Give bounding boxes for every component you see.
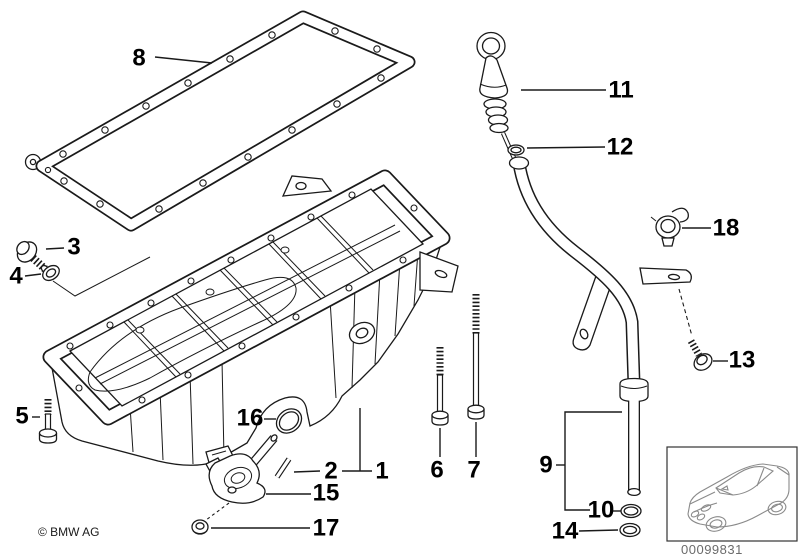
o-ring-10-drawing xyxy=(620,503,642,519)
callout-16[interactable]: 16 xyxy=(237,405,264,432)
oil-level-sensor-drawing xyxy=(205,434,278,521)
callout-8[interactable]: 8 xyxy=(132,45,145,72)
cap-18-drawing xyxy=(650,207,689,247)
callout-4[interactable]: 4 xyxy=(9,263,23,290)
callout-9[interactable]: 9 xyxy=(539,452,552,479)
diagram-code: 00099831 xyxy=(681,542,743,557)
callout-15[interactable]: 15 xyxy=(313,480,340,507)
o-ring-14-drawing xyxy=(619,522,641,538)
callout-3[interactable]: 3 xyxy=(67,234,80,261)
vehicle-thumbnail xyxy=(666,446,798,542)
leader-lines xyxy=(24,56,728,532)
bolt-6-drawing xyxy=(431,347,449,426)
bolt-13-drawing xyxy=(687,339,713,371)
callout-7[interactable]: 7 xyxy=(467,457,480,484)
callout-11[interactable]: 11 xyxy=(608,77,633,104)
seal-washer-drawing xyxy=(42,264,60,282)
grommet-17-drawing xyxy=(191,519,209,535)
o-ring-16-drawing xyxy=(275,408,303,434)
bolt-5-drawing xyxy=(38,399,58,444)
bolt-7-drawing xyxy=(467,294,485,420)
copyright-notice: © BMW AG xyxy=(38,525,100,539)
callout-10[interactable]: 10 xyxy=(588,497,615,524)
o-ring-12-drawing xyxy=(507,144,525,156)
guide-tube-drawing xyxy=(508,156,649,497)
callout-2[interactable]: 2 xyxy=(324,458,337,485)
callout-17[interactable]: 17 xyxy=(313,515,340,542)
callout-5[interactable]: 5 xyxy=(15,403,28,430)
callout-6[interactable]: 6 xyxy=(430,457,443,484)
bracket-drawing xyxy=(572,267,693,351)
dipstick-drawing xyxy=(476,31,517,159)
oil-pan-drawing xyxy=(42,169,459,469)
callout-1[interactable]: 1 xyxy=(375,458,388,485)
callout-18[interactable]: 18 xyxy=(713,215,740,242)
callout-12[interactable]: 12 xyxy=(607,134,634,161)
callout-13[interactable]: 13 xyxy=(729,347,756,374)
pin-2-drawing xyxy=(274,457,292,479)
callout-14[interactable]: 14 xyxy=(552,518,579,545)
gasket-drawing xyxy=(24,10,416,232)
